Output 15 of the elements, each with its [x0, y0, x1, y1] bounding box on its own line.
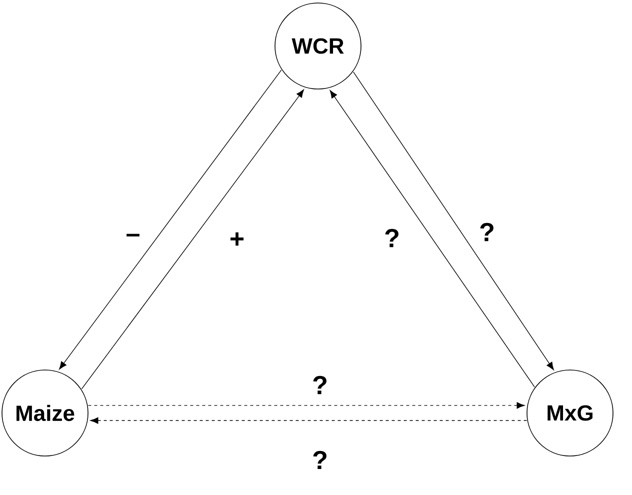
arrow: [88, 402, 525, 409]
circle-node: Maize: [2, 370, 88, 456]
arrow: [353, 72, 554, 370]
edge-label: ?: [313, 450, 326, 470]
edge-label: –: [126, 234, 140, 236]
arrow: [81, 89, 304, 390]
edge-label: ?: [385, 228, 398, 248]
arrow: [90, 417, 528, 424]
circle-node: MxG: [526, 370, 614, 456]
edge-label: ?: [313, 376, 326, 394]
edge-label: +: [230, 232, 244, 246]
arrow: [330, 90, 535, 388]
edge-label: ?: [480, 222, 494, 242]
arrow: [59, 70, 282, 370]
circle-node: WCR: [274, 2, 362, 90]
